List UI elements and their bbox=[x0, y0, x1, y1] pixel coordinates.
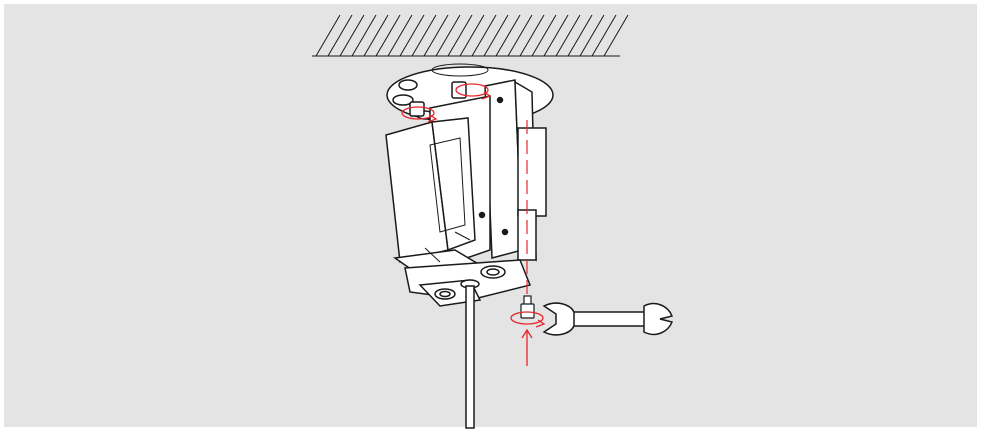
wrench bbox=[542, 302, 674, 336]
cable-rod bbox=[465, 285, 475, 429]
screw bbox=[520, 295, 535, 319]
side-bracket bbox=[484, 79, 547, 262]
rotation-arrows bbox=[401, 83, 546, 328]
direction-arrow bbox=[521, 328, 533, 366]
device-housing bbox=[385, 95, 532, 307]
ceiling-hatch bbox=[312, 14, 629, 57]
